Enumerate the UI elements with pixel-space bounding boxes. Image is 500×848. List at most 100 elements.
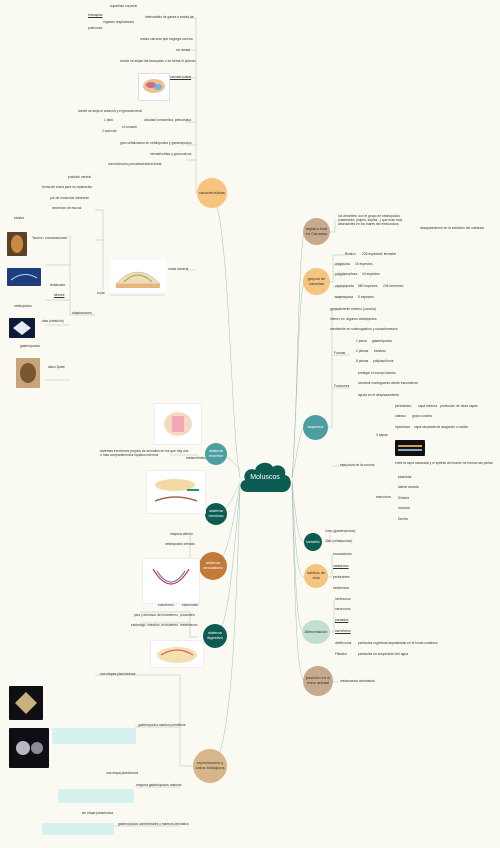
text-c3: órganos respiratorios: [103, 20, 134, 24]
node-caracteristicas[interactable]: características: [197, 178, 227, 208]
center-cloud[interactable]: Moluscos: [236, 458, 294, 496]
text-c14: el corazón: [122, 125, 138, 129]
text-c4: intercambio de gases a través de: [145, 15, 194, 19]
text-c18: posición ventral: [68, 175, 91, 179]
text-e1: sistemas excretores propios de animales …: [100, 449, 189, 457]
text-t2: 20m (cefalópodos): [325, 539, 353, 543]
text-al1: herbívoros: [335, 597, 351, 601]
text-h1: excavadores: [333, 552, 352, 556]
text-g10: 234 terrestres: [383, 284, 404, 288]
node-tamano[interactable]: tamaño: [304, 533, 322, 551]
text-d4: proctodeo: [180, 613, 195, 617]
text-a18: ostraco: [395, 414, 406, 418]
text-c19: forma de suela para su reparación: [42, 185, 93, 189]
text-c15: gran cefalizacion en cefalópodos y gaste…: [120, 141, 192, 145]
text-c26: adaptaciones: [72, 311, 92, 315]
text-c29: tentáculos: [50, 283, 66, 287]
text-g7: 44 especies: [362, 272, 380, 276]
thumb-circulatorio: [142, 558, 200, 604]
text-f1: los amonites: son el grupo de cefalópodo…: [338, 214, 403, 226]
thumb-digestivo: [150, 640, 204, 668]
text-d2: estomodeo: [182, 603, 199, 607]
text-c17: concha:hueso pecuelas/rádula lineal: [108, 162, 162, 166]
text-c27: bivalvo: [14, 216, 25, 220]
thumb-anatomia-molusco: [110, 260, 166, 292]
text-c32: alas (natación): [42, 319, 64, 323]
text-c8: donde se alojan las branquias o se forma…: [120, 59, 196, 63]
text-r1: mayoría abierto: [170, 532, 193, 536]
text-c5: pulmones: [88, 26, 103, 30]
thumb-ciclo-1: [9, 686, 43, 720]
text-c31: cefalópodos: [14, 304, 32, 308]
text-g2: 226 especies: [362, 252, 382, 256]
node-sistema-digestivo[interactable]: sistema digestivo: [203, 624, 227, 648]
text-a16: capa externa: [418, 404, 438, 408]
text-a31: estructura de la concha: [340, 463, 375, 467]
text-g9: 680 especies: [358, 284, 378, 288]
thumb-excretor: [154, 403, 202, 445]
text-a15: periostraco: [395, 404, 412, 408]
node-aspectos[interactable]: aspectos: [303, 415, 328, 440]
text-f2: desaparecieron en la extinción del cretá…: [420, 226, 485, 230]
node-sistema-excretor[interactable]: sistema excretor: [205, 443, 227, 465]
node-habitos[interactable]: hábitos de vida: [304, 564, 328, 588]
text-a5: gasterópodos: [372, 339, 392, 343]
text-d1: ectodermo: [158, 603, 174, 607]
text-a13: ayuda en el desplazamiento: [358, 393, 400, 397]
text-a1: generalmente externo (concha): [330, 307, 376, 311]
node-sistema-nervioso[interactable]: sistema nervioso: [205, 503, 227, 525]
node-registro-fosil[interactable]: registro fósil en Canarias: [303, 218, 330, 245]
text-al4: carroñeros: [335, 629, 351, 633]
text-g8: cephalopoda: [335, 284, 354, 288]
text-c7: rar dorsal: [176, 48, 190, 52]
text-a27: Sinistra: [398, 496, 409, 500]
thumb-cavidad-paleal: [138, 73, 170, 101]
node-alimentacion[interactable]: Alimentación: [302, 620, 330, 644]
text-a23: entre la capa nacarada y el epitelio del…: [395, 461, 462, 465]
text-c25: el pie: [97, 291, 105, 295]
text-c23: masa visceral: [168, 267, 189, 271]
text-a11: proteger el cuerpo blando: [358, 371, 396, 375]
text-d6: mesenteron: [180, 623, 198, 627]
text-c21: secreción de mucus: [52, 206, 82, 210]
text-h2: nadadores: [333, 564, 349, 568]
text-c2: branquias: [88, 13, 103, 17]
text-r2: cefalópodos cerrado: [165, 542, 195, 546]
text-al6: partículas orgánicas depositadas en el f…: [358, 641, 438, 645]
text-a26: lateral rizzada: [398, 485, 419, 489]
text-g3: 1 terrestre: [381, 252, 397, 256]
text-a7: bivalvos: [374, 349, 386, 353]
thumb-ciclo-5: [42, 823, 114, 835]
text-al3: parásitos: [335, 618, 349, 622]
text-al2: carnívoros: [335, 607, 351, 611]
text-g4: anaphoda: [335, 262, 350, 266]
node-sistema-circulatorio[interactable]: sistema circulatorio: [199, 552, 227, 580]
thumb-bivalvo: [7, 232, 27, 256]
node-grupos[interactable]: grupos de canarias: [303, 268, 330, 295]
text-a12: construir madrigueras donde esconderse: [358, 381, 418, 385]
text-p2: gasterópodos marinos primitivos: [138, 723, 186, 727]
cloud-shape-icon: [240, 462, 291, 492]
text-a22: 3 capas: [376, 433, 388, 437]
text-c16: hermafroditas y gonocoricos: [150, 152, 192, 156]
text-c12: cavidad homocelica, pericardica: [144, 118, 191, 122]
text-al7: Filtrador: [335, 652, 348, 656]
text-a2: interno ex: algunos cefalópodos: [330, 317, 377, 321]
center-label: Moluscos: [250, 473, 280, 481]
text-al5: detritívoros: [335, 641, 352, 645]
text-h3: perforantes: [333, 575, 350, 579]
text-a24: se forman las perlas: [463, 461, 493, 465]
text-g5: 15 especies: [355, 262, 373, 266]
text-c13: 2 aurícula: [102, 129, 117, 133]
node-posicion[interactable]: posición en el reino animal: [303, 666, 333, 696]
node-reproduccion[interactable]: reproducción y ciclos biológicos: [193, 749, 227, 783]
text-a9: poliplacóforos: [373, 359, 394, 363]
thumb-ciclo-2: [9, 728, 49, 768]
text-g11: scaphopoda: [335, 295, 353, 299]
text-po1: metazoarios celomados: [340, 679, 375, 683]
thumb-ciclo-3: [52, 728, 136, 744]
text-c20: por de músculos infrarente: [50, 196, 90, 200]
text-a6: 2 piezas: [356, 349, 369, 353]
text-h4: bentónicos: [333, 586, 349, 590]
